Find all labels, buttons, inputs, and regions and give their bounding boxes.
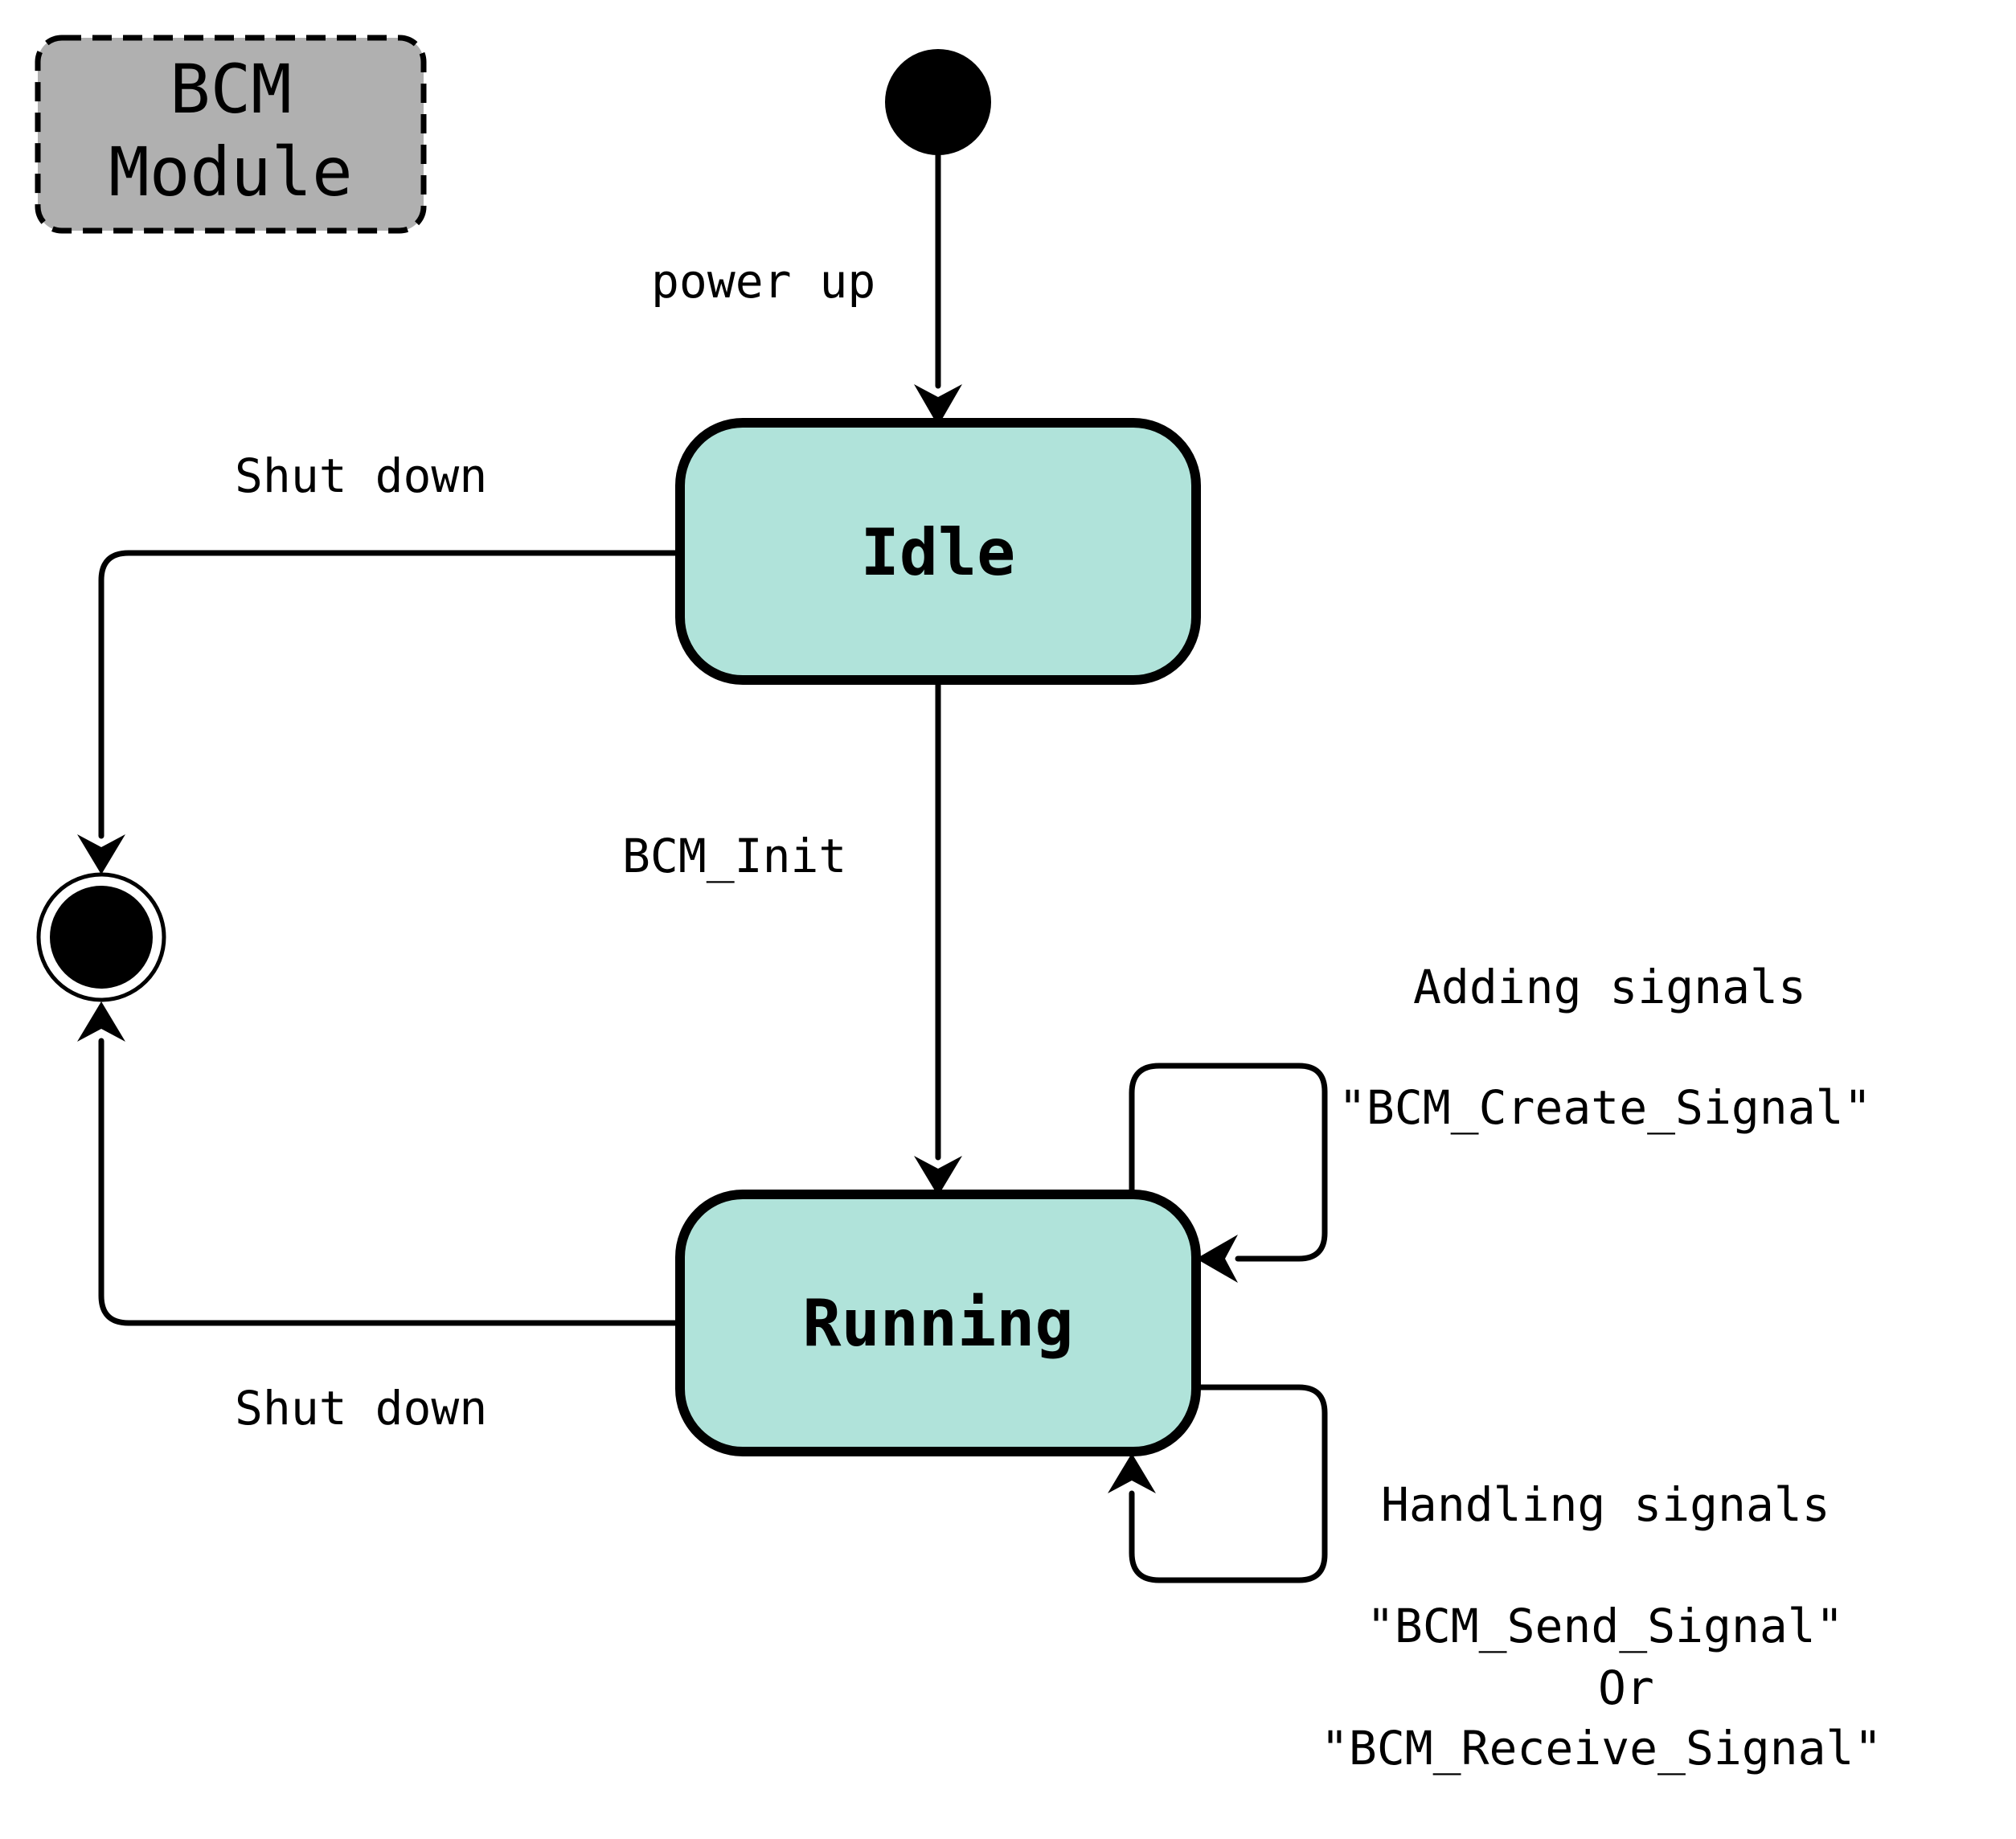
module-badge-box — [35, 35, 427, 234]
idle-shutdown-label: Shut down — [235, 448, 487, 503]
idle-state-label: Idle — [861, 515, 1016, 590]
handling-signals-edge — [1129, 1384, 1328, 1583]
power-up-transition: power up — [651, 152, 962, 426]
adding-signals-arrowhead — [1196, 1235, 1238, 1283]
running-shutdown-label: Shut down — [235, 1381, 487, 1436]
final-state — [36, 872, 166, 1002]
running-state: Running — [675, 1190, 1201, 1456]
running-shutdown-edge — [98, 1038, 683, 1326]
final-state-icon — [50, 886, 153, 989]
idle-state: Idle — [675, 418, 1201, 685]
power-up-label: power up — [651, 254, 875, 309]
module-badge-line1: BCM — [170, 50, 292, 129]
adding-signals-title: Adding signals — [1413, 960, 1806, 1014]
bcm-init-transition: BCM_Init — [622, 677, 962, 1196]
adding-signals-edge — [1129, 1063, 1328, 1262]
bcm-init-label: BCM_Init — [622, 829, 846, 883]
idle-shutdown-arrowhead — [77, 834, 125, 874]
running-shutdown-arrowhead — [77, 1001, 125, 1042]
handling-signals-or: Or — [1598, 1661, 1654, 1715]
handling-signals-function-receive: "BCM_Receive_Signal" — [1321, 1721, 1882, 1776]
module-badge-line2: Module — [109, 133, 352, 211]
handling-signals-function-send: "BCM_Send_Signal" — [1367, 1599, 1844, 1653]
idle-shutdown-edge — [98, 550, 683, 839]
adding-signals-loop: Adding signals "BCM_Create_Signal" — [1129, 960, 1871, 1283]
running-state-label: Running — [802, 1286, 1073, 1361]
power-up-arrowhead — [914, 384, 962, 426]
handling-signals-arrowhead — [1108, 1453, 1156, 1493]
idle-shutdown-transition: Shut down — [77, 448, 683, 874]
adding-signals-function: "BCM_Create_Signal" — [1338, 1080, 1871, 1135]
initial-state-icon — [885, 49, 991, 155]
handling-signals-title: Handling signals — [1381, 1477, 1830, 1532]
bcm-init-arrowhead — [914, 1156, 962, 1196]
module-badge: BCM Module — [35, 35, 427, 234]
running-shutdown-transition: Shut down — [77, 1001, 683, 1436]
handling-signals-loop: Handling signals "BCM_Send_Signal" Or "B… — [1108, 1384, 1882, 1776]
